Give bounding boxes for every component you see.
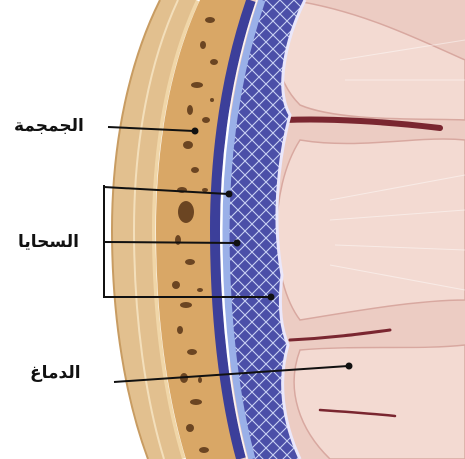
brain-gyri [277, 0, 465, 459]
label-meninges: السحايا [18, 232, 79, 252]
label-skull: الجمجمة [14, 116, 84, 136]
label-brain: الدماغ [30, 363, 81, 383]
meninges-leader-arachnoid [104, 242, 236, 243]
